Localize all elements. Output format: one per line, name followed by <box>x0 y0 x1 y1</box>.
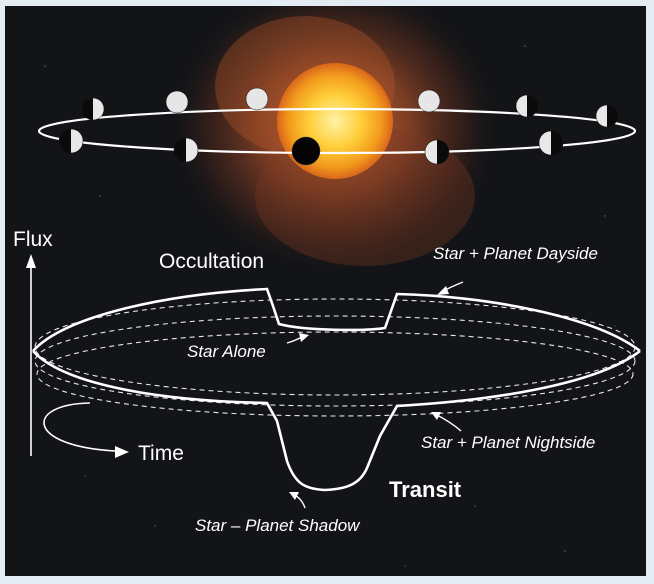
light-curve-lower <box>32 349 641 492</box>
diagram-canvas <box>26 6 641 567</box>
dashed-orbit-rings <box>34 298 636 417</box>
transit-label: Transit <box>389 477 462 502</box>
orbit-path <box>37 107 637 155</box>
diagram-panel: Flux Occultation Star + Planet Dayside S… <box>5 6 646 576</box>
star-alone-label: Star Alone <box>187 342 266 361</box>
time-arrow-icon <box>43 402 129 458</box>
flux-label: Flux <box>13 228 53 251</box>
flux-axis-arrow-icon <box>26 254 36 456</box>
star-planet-nightside-label: Star + Planet Nightside <box>421 433 596 452</box>
occultation-label: Occultation <box>159 250 265 273</box>
callout-arrows <box>286 281 464 509</box>
planet-phases-icon <box>58 87 619 166</box>
star-planet-shadow-label: Star – Planet Shadow <box>195 516 360 535</box>
background-stars <box>44 45 616 567</box>
light-curve-upper <box>32 287 641 353</box>
time-label: Time <box>138 442 184 465</box>
star-sun-icon <box>165 6 505 276</box>
star-planet-dayside-label: Star + Planet Dayside <box>433 244 598 263</box>
